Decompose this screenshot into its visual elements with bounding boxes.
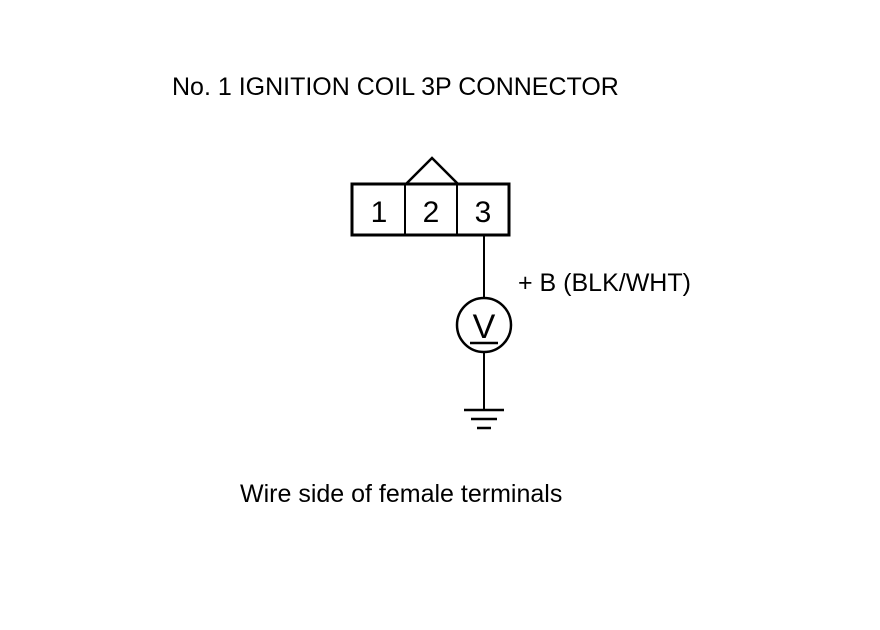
connector-lock-tab	[405, 156, 459, 185]
diagram-title: No. 1 IGNITION COIL 3P CONNECTOR	[172, 73, 619, 101]
connector-body	[350, 182, 511, 237]
voltmeter-icon: V	[455, 296, 513, 354]
diagram-caption: Wire side of female terminals	[240, 480, 563, 508]
voltmeter-symbol: V	[473, 308, 496, 346]
terminal-3-label: 3	[475, 196, 492, 229]
terminal-2-label: 2	[423, 196, 440, 229]
connector-3p: 1 2 3	[350, 182, 511, 237]
terminal-1-label: 1	[371, 196, 388, 229]
wire-label: + B (BLK/WHT)	[518, 269, 691, 297]
ground-symbol-icon	[464, 408, 504, 430]
